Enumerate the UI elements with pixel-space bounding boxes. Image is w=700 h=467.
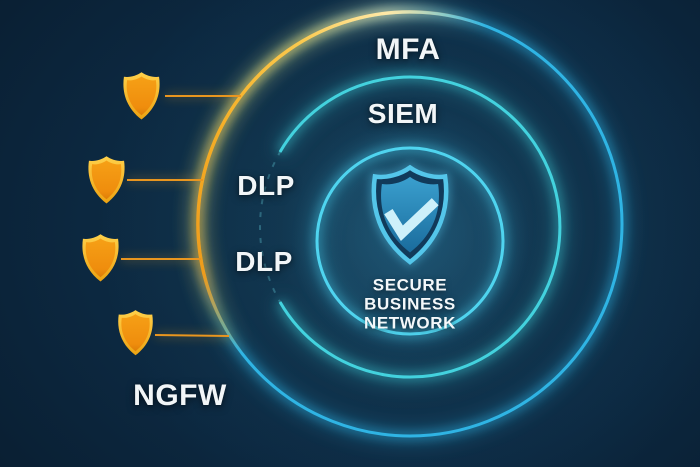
shield-icon-4 (118, 310, 153, 356)
ring-middle (259, 71, 566, 383)
ring-inner (311, 142, 509, 340)
shield-icon-2 (88, 156, 125, 204)
core-shield-icon (374, 168, 446, 263)
shield-icon-3 (82, 234, 119, 282)
checkmark-icon (384, 198, 439, 241)
layer-label-ngfw: NGFW (133, 379, 227, 412)
layer-label-dlp-2: DLP (235, 246, 293, 277)
layer-label-dlp-1: DLP (237, 170, 295, 201)
connector-lines-glow (121, 94, 241, 338)
core-label: SECURE BUSINESS NETWORK (363, 275, 457, 333)
shield-icon-1 (123, 72, 160, 120)
layer-label-mfa: MFA (375, 33, 441, 66)
layer-label-siem: SIEM (367, 98, 439, 129)
